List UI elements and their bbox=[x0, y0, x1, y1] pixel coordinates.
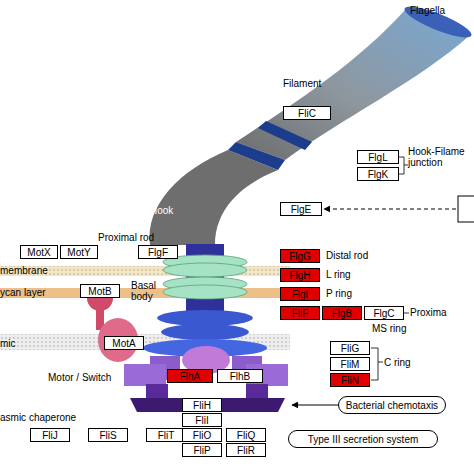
part-label: Flagella bbox=[410, 5, 445, 16]
gene-box: FlgK bbox=[357, 167, 399, 181]
box-text: MotY bbox=[67, 247, 90, 258]
pathway-box: Type III secretion system bbox=[288, 430, 438, 448]
box-text: FliR bbox=[237, 445, 255, 456]
part-label: membrane bbox=[0, 265, 48, 276]
filament-tip bbox=[402, 1, 474, 43]
gene-box: FliN bbox=[330, 373, 370, 387]
gene-box: FlgB bbox=[322, 306, 362, 320]
gene-box: FliP bbox=[182, 443, 222, 457]
box-text: FliS bbox=[99, 430, 116, 441]
hook-shape bbox=[150, 150, 278, 245]
part-label: ycan layer bbox=[0, 287, 46, 298]
box-text: FliH bbox=[193, 400, 211, 411]
gene-box: FliH bbox=[182, 398, 222, 412]
filament-shape bbox=[236, 10, 470, 160]
box-text: FlgC bbox=[373, 308, 394, 319]
box-text: FliM bbox=[341, 359, 360, 370]
gene-box: FliI bbox=[182, 413, 222, 427]
part-label: Proxima bbox=[410, 307, 447, 318]
c-ring bbox=[124, 364, 166, 386]
box-text: FliQ bbox=[237, 430, 255, 441]
gene-box: MotY bbox=[60, 245, 98, 259]
gene-box: MotX bbox=[20, 245, 58, 259]
box-text: FlgE bbox=[291, 204, 312, 215]
gene-box: MotA bbox=[104, 336, 144, 350]
part-label: Hook-Filame junction bbox=[408, 146, 470, 168]
c-ring-foot bbox=[246, 384, 268, 400]
leader-line bbox=[399, 157, 408, 174]
gene-box: FlgI bbox=[280, 287, 320, 301]
gene-box: FliF bbox=[280, 306, 320, 320]
box-text: FlhB bbox=[230, 371, 251, 382]
box-text: MotX bbox=[27, 247, 50, 258]
part-label: Basal body bbox=[131, 280, 165, 302]
c-ring-foot bbox=[146, 384, 168, 400]
box-text: FliP bbox=[193, 445, 210, 456]
box-text: FlgB bbox=[332, 308, 353, 319]
gene-box: FliG bbox=[330, 341, 370, 355]
box-text: MotA bbox=[112, 338, 135, 349]
gene-box: FliJ bbox=[30, 428, 70, 442]
box-text: FlgI bbox=[292, 289, 309, 300]
gene-box: FlgC bbox=[364, 306, 404, 320]
gene-box: FlgF bbox=[138, 245, 178, 259]
box-text: FlgF bbox=[148, 247, 168, 258]
box-text: FliF bbox=[292, 308, 309, 319]
junction-band bbox=[258, 121, 312, 150]
box-text: FliC bbox=[298, 108, 316, 119]
part-label: Hook bbox=[150, 205, 173, 216]
part-label: Motor / Switch bbox=[48, 372, 111, 383]
gene-box: FliO bbox=[182, 428, 222, 442]
part-label: C ring bbox=[384, 357, 411, 368]
box-text: FlgH bbox=[289, 270, 310, 281]
gene-box: FlgL bbox=[357, 150, 399, 164]
p-ring bbox=[163, 285, 247, 299]
motb-shape bbox=[87, 285, 113, 311]
gene-box: FliM bbox=[330, 357, 370, 371]
gene-box: FlgG bbox=[280, 249, 320, 263]
gene-box: FliR bbox=[226, 443, 266, 457]
junction-band bbox=[228, 142, 285, 170]
box-text: FlgG bbox=[289, 251, 311, 262]
part-label: L ring bbox=[326, 269, 351, 280]
box-text: MotB bbox=[88, 286, 111, 297]
gene-box: FlhB bbox=[217, 369, 263, 383]
gene-box: FlgH bbox=[280, 268, 320, 282]
box-text: FlgK bbox=[368, 169, 389, 180]
gene-box: FlhA bbox=[167, 369, 213, 383]
c-ring-base bbox=[130, 398, 285, 412]
part-label: Proximal rod bbox=[98, 232, 154, 243]
box-text: FliI bbox=[195, 415, 208, 426]
box-text: FlhA bbox=[180, 371, 201, 382]
part-label: Distal rod bbox=[326, 250, 368, 261]
pointer-arrow bbox=[292, 405, 338, 406]
dashed-arrow bbox=[324, 209, 456, 210]
gene-box: FliS bbox=[88, 428, 128, 442]
gene-box: FliC bbox=[283, 106, 331, 120]
pathway-box: Bacterial chemotaxis bbox=[338, 396, 446, 414]
gene-box: MotB bbox=[80, 284, 120, 298]
gene-box: FliT bbox=[146, 428, 186, 442]
box-text: FlgL bbox=[368, 152, 387, 163]
box-text: FliT bbox=[158, 430, 175, 441]
part-label: MS ring bbox=[372, 323, 406, 334]
box-text: FliO bbox=[193, 430, 211, 441]
leader-line bbox=[404, 313, 409, 314]
part-label: mic bbox=[0, 338, 16, 349]
l-ring bbox=[163, 263, 247, 277]
gene-box: FliQ bbox=[226, 428, 266, 442]
offpage-box bbox=[458, 196, 474, 222]
part-label: Filament bbox=[283, 78, 321, 89]
part-label: P ring bbox=[326, 288, 352, 299]
box-text: Type III secretion system bbox=[308, 434, 419, 445]
box-text: FliG bbox=[341, 343, 359, 354]
part-label: asmic chaperone bbox=[0, 412, 76, 423]
ms-ring bbox=[157, 310, 253, 326]
box-text: FliJ bbox=[42, 430, 58, 441]
box-text: FliN bbox=[341, 375, 359, 386]
c-ring-bracket bbox=[371, 348, 383, 380]
box-text: Bacterial chemotaxis bbox=[346, 400, 438, 411]
gene-box: FlgE bbox=[280, 202, 322, 216]
ms-ring bbox=[161, 324, 249, 340]
